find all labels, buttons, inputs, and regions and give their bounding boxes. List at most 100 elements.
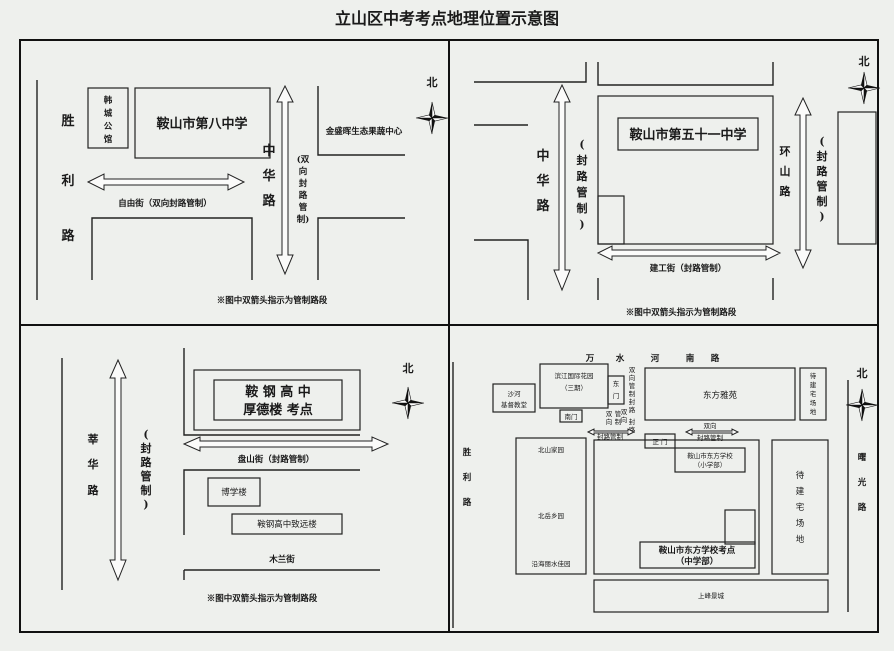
control-6: 制) xyxy=(297,214,310,225)
ctrl-l-3: 路 xyxy=(577,169,589,183)
control-1: (双 xyxy=(297,154,310,165)
lane2-5: 封 xyxy=(629,417,636,426)
ctrl-l-2: 封 xyxy=(577,153,588,167)
ctrl-r-2: 封 xyxy=(817,149,828,163)
bayi-school-block xyxy=(134,87,271,159)
boxue-building xyxy=(207,477,261,507)
zhonghua-road-2: 华 xyxy=(262,168,275,184)
panel-dongfang-school: 胜 利 路 沙河 基督教堂 滨江国际花园 （三期） 南门 东 门 万 水 河 南… xyxy=(452,353,879,628)
wanshui-1: 万 xyxy=(585,354,595,364)
panshan-label: 盘山街（封路管制） xyxy=(238,454,315,465)
lane2-2: 向 xyxy=(606,417,613,426)
ctrl-l-4: 管 xyxy=(577,185,588,199)
panshan-street-arrow xyxy=(182,436,390,452)
wanshui-2: 水 xyxy=(615,353,625,364)
ctrl-r-4: 管 xyxy=(817,179,828,193)
note-1: ※图中双箭头指示为管制路段 xyxy=(217,295,328,306)
liangxiang-a2: 向 xyxy=(621,415,628,424)
ctrl3-6: ) xyxy=(143,498,148,511)
ziyou-street-arrow xyxy=(86,173,246,191)
lane1-6: 路 xyxy=(629,405,636,414)
exam-1: 鞍山市东方学校考点 xyxy=(659,545,736,556)
huanshan-1: 环 xyxy=(780,145,791,158)
compass-label-4: 北 xyxy=(857,366,868,380)
panel-51-school: 中 华 路 ( 封 路 管 制 ) 鞍山市第五十一中学 建工街（封路管制） 环 … xyxy=(474,54,881,318)
angang-school-l1: 鞍 钢 高 中 xyxy=(245,384,311,400)
control-5: 管 xyxy=(299,202,308,213)
shengli4-2: 利 xyxy=(462,472,472,483)
yanhai-label: 沿海丽水佳园 xyxy=(532,559,571,568)
dj-top-1: 待 xyxy=(810,371,817,380)
dj-r-3: 宅 xyxy=(796,502,805,513)
mulan-label: 木兰街 xyxy=(268,554,295,565)
panel-bayi-school: 韩 城 公 馆 鞍山市第八中学 胜 利 路 自由街（双向封路管制） 中 华 路 … xyxy=(36,75,449,306)
jiangong-label: 建工街（封路管制） xyxy=(649,263,727,274)
dj-r-5: 地 xyxy=(796,534,805,545)
angang-school-l2: 厚德楼 考点 xyxy=(243,402,313,418)
ctrl3-3: 路 xyxy=(141,455,153,469)
shuguang-3: 路 xyxy=(858,502,867,513)
lane1-5: 封 xyxy=(629,397,636,406)
panel-angang-school: 莘 华 路 ( 封 路 管 制 ) 鞍 钢 高 中 厚德楼 考点 盘山街（封路管… xyxy=(61,348,425,604)
binjiang-2: （三期） xyxy=(561,384,587,392)
beiyue-label: 北岳乡园 xyxy=(538,512,564,520)
dj-top-3: 宅 xyxy=(810,389,817,398)
dongfang-campus xyxy=(593,439,760,575)
east-gate-1: 东 xyxy=(613,379,620,388)
note-3: ※图中双箭头指示为管制路段 xyxy=(207,593,318,604)
wanshui-4: 南 xyxy=(686,353,695,364)
east-gate xyxy=(607,375,625,405)
shengli4-3: 路 xyxy=(463,497,472,508)
north-arrow-icon xyxy=(415,101,449,135)
compass-label-3: 北 xyxy=(403,361,414,375)
ctrl-l-5: 制 xyxy=(577,201,588,215)
shenghua-2: 华 xyxy=(88,457,99,471)
wanshui-3: 河 xyxy=(651,353,660,364)
zhonghua-road-3: 路 xyxy=(262,193,276,209)
ctrl-r-6: ) xyxy=(819,210,824,223)
liangxiang-a1: 双 xyxy=(621,408,628,416)
construction-site-right xyxy=(771,439,829,575)
lane-arrow-a xyxy=(586,428,636,436)
huanshan-2: 山 xyxy=(780,164,791,178)
binjiang-1: 滨江国际花园 xyxy=(555,371,594,380)
lane2-3: 管 xyxy=(615,409,622,418)
zhiyuan-building xyxy=(231,513,343,535)
control-3: 封 xyxy=(299,178,308,189)
beishan-label: 北山家园 xyxy=(538,445,564,454)
lane2-6: 路 xyxy=(629,425,636,434)
ctrl3-4: 管 xyxy=(141,469,152,483)
dj-r-2: 建 xyxy=(796,486,805,497)
dj-r-4: 场 xyxy=(796,519,805,529)
school-51-name: 鞍山市第五十一中学 xyxy=(629,127,746,143)
primary-1: 鞍山市东方学校 xyxy=(687,451,733,460)
ctrl3-2: 封 xyxy=(141,441,152,455)
school-51-block xyxy=(617,117,759,151)
note-2: ※图中双箭头指示为管制路段 xyxy=(626,307,737,318)
page-title: 立山区中考考点地理位置示意图 xyxy=(335,9,559,28)
shangfeng-label: 上峰景城 xyxy=(698,591,725,600)
ctrl-r-3: 路 xyxy=(817,164,829,178)
south-gate-label: 南门 xyxy=(565,412,578,421)
fenglu-a: 封路管制 xyxy=(597,432,624,441)
compass-label-1: 北 xyxy=(427,75,438,89)
ctrl3-1: ( xyxy=(143,428,148,441)
control-4: 路 xyxy=(299,190,308,201)
dj-top-5: 地 xyxy=(810,407,817,416)
south-gate xyxy=(559,409,583,423)
dj-top-4: 场 xyxy=(810,398,817,407)
ctrl-l-6: ) xyxy=(579,218,584,231)
zhonghua-r-2: 华 xyxy=(536,173,549,189)
shengli4-1: 胜 xyxy=(462,447,472,458)
lane1-1: 双 xyxy=(629,366,636,374)
hancheng-label-1: 韩 xyxy=(104,95,113,106)
lane2-1: 双 xyxy=(606,410,613,418)
north-arrow-icon-4 xyxy=(845,388,879,422)
jinsheng-label: 金盛晖生态果蔬中心 xyxy=(325,126,403,137)
ctrl-r-1: ( xyxy=(819,135,824,148)
dj-r-1: 待 xyxy=(796,470,805,481)
bayi-school-name: 鞍山市第八中学 xyxy=(156,116,247,132)
control-2: 向 xyxy=(299,166,308,177)
shenghua-arrow xyxy=(109,358,127,582)
